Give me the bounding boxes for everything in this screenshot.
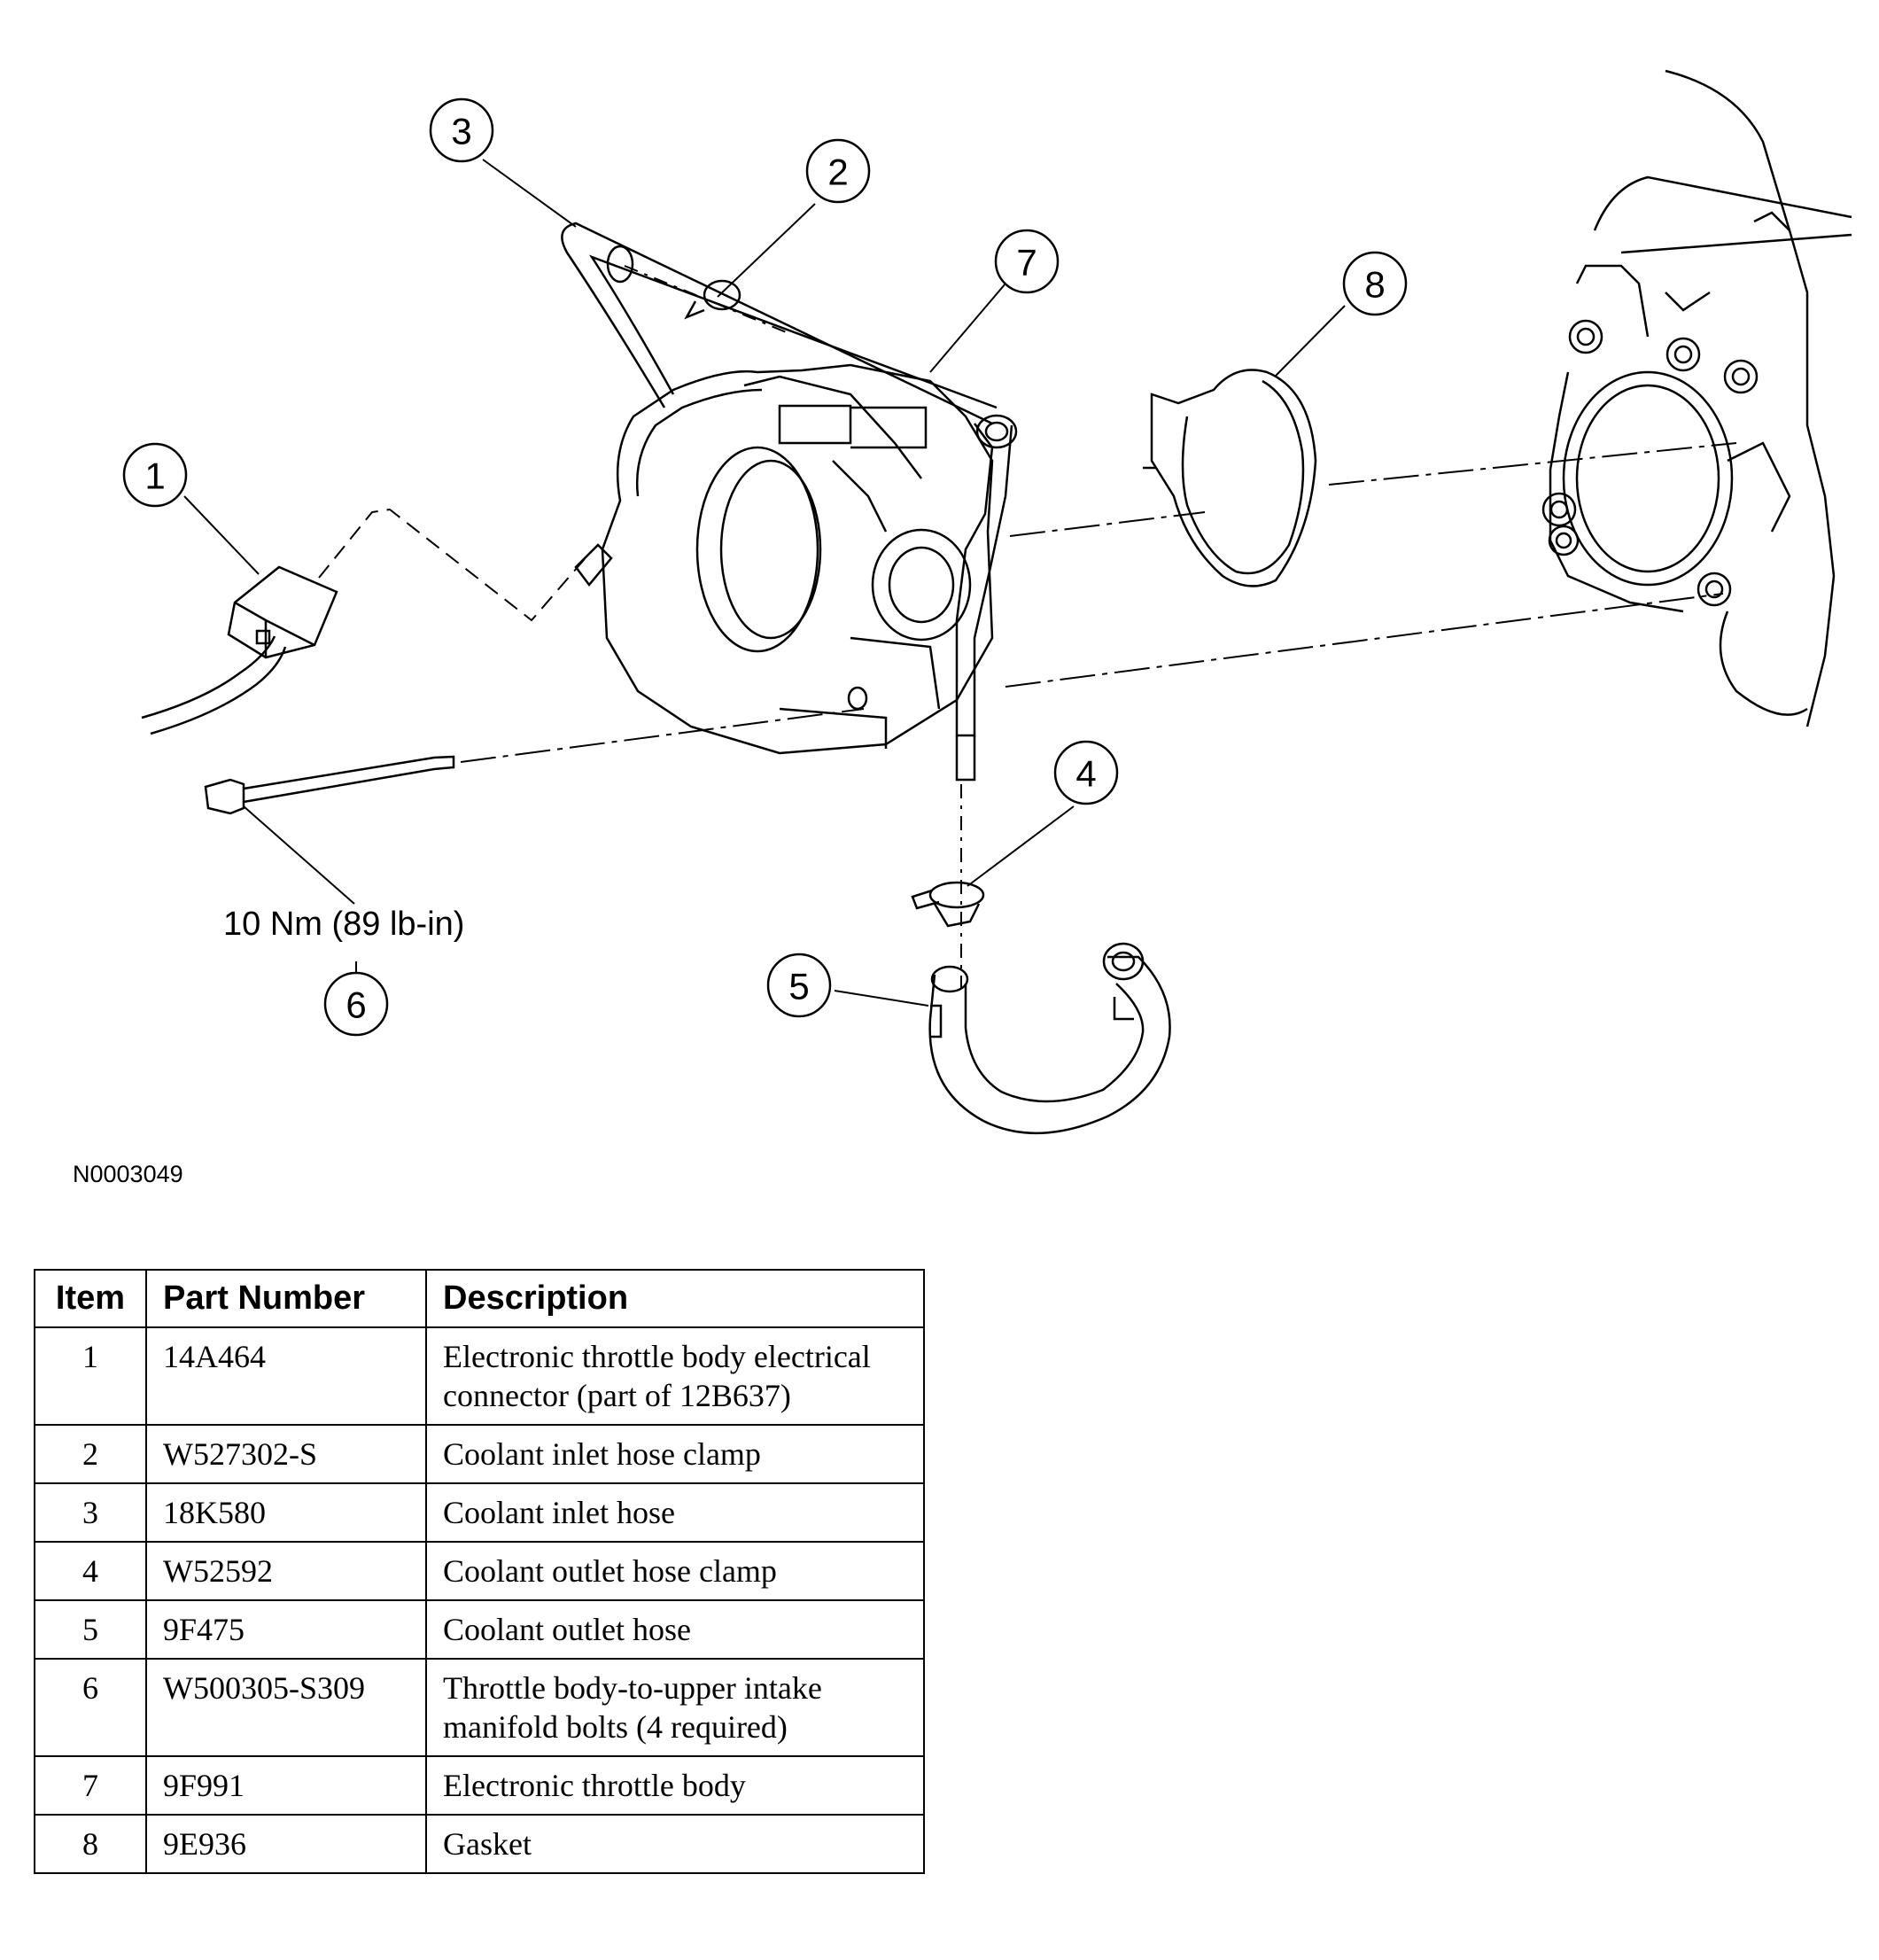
cell-description: Gasket (425, 1814, 925, 1874)
cell-description: Electronic throttle body (425, 1755, 925, 1816)
parts-table: Item Part Number Description 1 14A464 El… (34, 1269, 925, 1874)
figure-id: N0003049 (73, 1161, 183, 1187)
cell-description: Coolant outlet hose (425, 1599, 925, 1660)
cell-part-number: W52592 (145, 1541, 427, 1601)
callout-6-circle (323, 971, 389, 1037)
cell-part-number: 18K580 (145, 1482, 427, 1543)
cell-part-number: 9E936 (145, 1814, 427, 1874)
gasket-drawing (1143, 369, 1317, 587)
cell-part-number: 9F991 (145, 1755, 427, 1816)
header-part-number: Part Number (145, 1269, 427, 1328)
callout-4-circle (1053, 740, 1119, 805)
intake-manifold-drawing (1541, 69, 1852, 727)
callout-8-label: 8 (1364, 264, 1385, 306)
callout-2-circle (805, 138, 871, 204)
cell-item: 4 (34, 1541, 147, 1601)
callout-3-circle (429, 97, 494, 163)
table-row: 4 W52592 Coolant outlet hose clamp (34, 1541, 925, 1601)
cell-description: Coolant inlet hose clamp (425, 1424, 925, 1484)
table-row: 5 9F475 Coolant outlet hose (34, 1599, 925, 1660)
callout-8-circle (1342, 251, 1408, 316)
cell-part-number: W527302-S (145, 1424, 427, 1484)
exploded-view-diagram: 1 2 3 4 5 6 7 8 10 Nm (89 lb-in) (122, 69, 1852, 1135)
cell-part-number: 9F475 (145, 1599, 427, 1660)
cell-part-number: 14A464 (145, 1326, 427, 1426)
outlet-hose-clamp-drawing (911, 784, 985, 988)
connector-alignment-line (318, 508, 590, 622)
cell-item: 1 (34, 1326, 147, 1426)
header-description: Description (425, 1269, 925, 1328)
cell-item: 8 (34, 1814, 147, 1874)
cell-description: Coolant inlet hose (425, 1482, 925, 1543)
callout-5-label: 5 (788, 966, 809, 1007)
cell-description: Electronic throttle body electrical conn… (425, 1326, 925, 1426)
bolt-drawing (204, 708, 865, 815)
coolant-inlet-hose-drawing (561, 222, 1018, 782)
cell-item: 2 (34, 1424, 147, 1484)
callout-2-label: 2 (827, 152, 848, 193)
cell-item: 5 (34, 1599, 147, 1660)
cell-item: 6 (34, 1658, 147, 1757)
cell-description: Throttle body-to-upper intake manifold b… (425, 1658, 925, 1757)
callout-6-label: 6 (346, 984, 366, 1026)
cell-item: 3 (34, 1482, 147, 1543)
callout-7-circle (994, 229, 1060, 294)
table-row: 1 14A464 Electronic throttle body electr… (34, 1326, 925, 1426)
callout-5-circle (766, 953, 832, 1018)
cell-item: 7 (34, 1755, 147, 1816)
torque-spec-label: 10 Nm (89 lb-in) (223, 906, 464, 943)
table-row: 8 9E936 Gasket (34, 1814, 925, 1874)
table-row: 7 9F991 Electronic throttle body (34, 1755, 925, 1816)
electrical-connector-drawing (141, 565, 338, 735)
table-row: 3 18K580 Coolant inlet hose (34, 1482, 925, 1543)
cell-part-number: W500305-S309 (145, 1658, 427, 1757)
table-row: 6 W500305-S309 Throttle body-to-upper in… (34, 1658, 925, 1757)
inlet-hose-clamp-drawing (624, 265, 789, 334)
table-header-row: Item Part Number Description (34, 1269, 925, 1328)
header-item: Item (34, 1269, 147, 1328)
table-row: 2 W527302-S Coolant inlet hose clamp (34, 1424, 925, 1484)
callout-7-label: 7 (1016, 242, 1037, 284)
coolant-outlet-hose-drawing (928, 942, 1171, 1135)
callout-1-circle (122, 442, 188, 508)
throttle-body-drawing (574, 363, 994, 755)
callout-3-label: 3 (451, 111, 471, 152)
cell-description: Coolant outlet hose clamp (425, 1541, 925, 1601)
callout-4-label: 4 (1075, 753, 1096, 795)
callout-1-label: 1 (144, 455, 165, 497)
